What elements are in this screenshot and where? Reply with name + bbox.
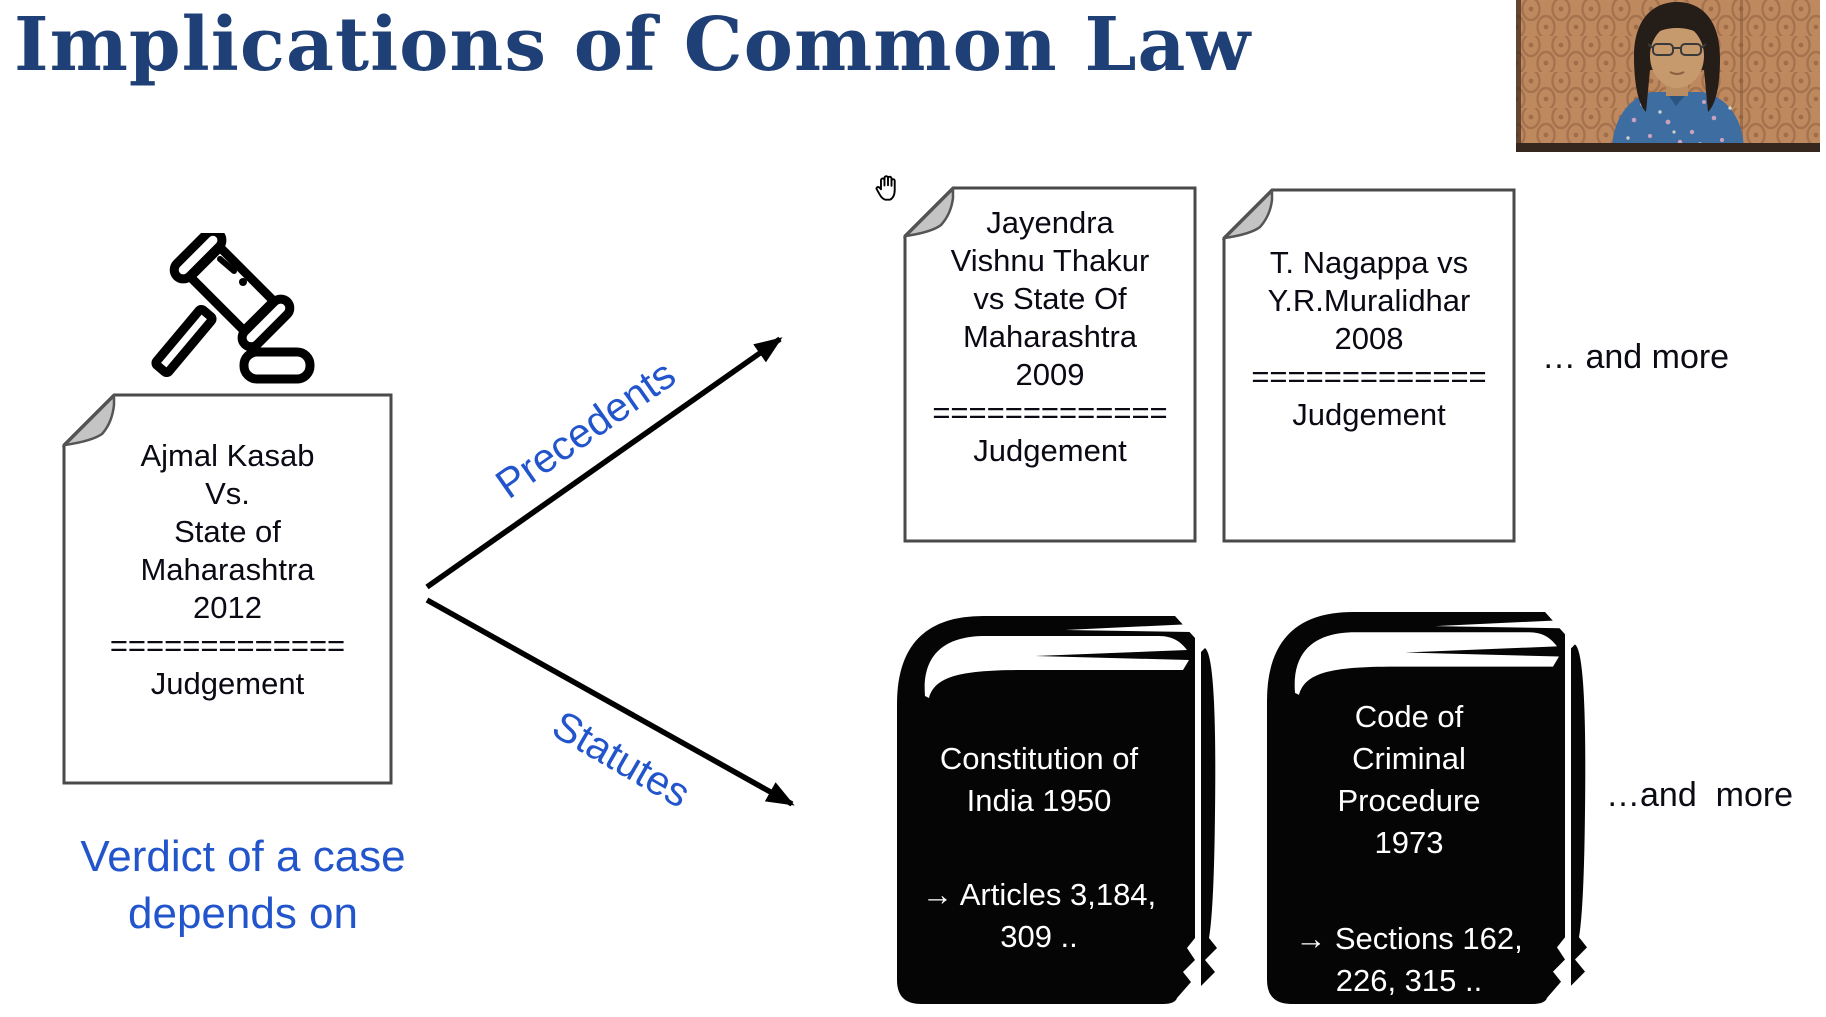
book-ref-line: 226, 315 ..: [1335, 963, 1483, 998]
doc-line: Maharashtra: [140, 552, 315, 587]
book-ref: → Sections 162, 226, 315 ..: [1251, 918, 1567, 1002]
doc-line: 2012: [193, 590, 262, 625]
doc-line: State of: [174, 514, 281, 549]
doc-line: Judgement: [150, 666, 305, 701]
book-title-line: 1973: [1374, 825, 1444, 860]
book-title-line: Criminal: [1352, 741, 1466, 776]
book-ref-line: → Articles 3,184,: [921, 877, 1157, 912]
document-page: [1222, 188, 1516, 543]
doc-line: Vishnu Thakur: [950, 243, 1150, 278]
glasses: [1647, 43, 1707, 56]
doc-line: vs State Of: [973, 281, 1127, 316]
more-statutes-text: …and more: [1606, 776, 1794, 814]
doc-line: Vs.: [205, 476, 250, 511]
doc-line: T. Nagappa vs: [1269, 245, 1469, 280]
hand-cursor-icon: [875, 175, 896, 201]
webcam-person: [1612, 2, 1744, 152]
precedent-document-1: Jayendra Vishnu Thakur vs State Of Mahar…: [903, 186, 1197, 543]
book-title-line: Procedure: [1337, 783, 1481, 818]
doc-line: Ajmal Kasab: [140, 438, 315, 473]
precedents-arrow: [425, 336, 783, 590]
source-judgement-document: Ajmal Kasab Vs. State of Maharashtra 201…: [62, 393, 393, 785]
document-text: Jayendra Vishnu Thakur vs State Of Mahar…: [903, 204, 1197, 470]
doc-line: Y.R.Muralidhar: [1267, 283, 1471, 318]
doc-line: Jayendra: [986, 205, 1114, 240]
book-ref-line: → Sections 162,: [1295, 921, 1523, 956]
verdict-caption: Verdict of a case depends on: [80, 832, 406, 938]
book-constitution: Constitution of India 1950 → Articles 3,…: [875, 612, 1221, 1010]
book-crpc: Code of Criminal Procedure 1973 → Sectio…: [1245, 608, 1591, 1010]
document-text: T. Nagappa vs Y.R.Muralidhar 2008 ======…: [1222, 244, 1516, 434]
precedents-label: Precedents: [487, 350, 684, 508]
book-title-line: Code of: [1354, 699, 1464, 734]
doc-line: Judgement: [973, 433, 1127, 468]
document-fold: [1222, 188, 1274, 240]
book-ref-line: 309 ..: [1000, 919, 1078, 954]
book-ref: → Articles 3,184, 309 ..: [881, 874, 1197, 958]
webcam-video: [1516, 0, 1820, 152]
doc-line: 2009: [1015, 357, 1085, 392]
precedent-document-2: T. Nagappa vs Y.R.Muralidhar 2008 ======…: [1222, 188, 1516, 543]
doc-line: 2008: [1334, 321, 1404, 356]
doc-line: =============: [1251, 359, 1487, 394]
more-precedents-text: … and more: [1542, 338, 1730, 376]
book-title-line: India 1950: [966, 783, 1112, 818]
document-page: [62, 393, 393, 785]
book-title: Constitution of India 1950: [881, 738, 1197, 822]
book-title-line: Constitution of: [939, 741, 1139, 776]
document-fold: [903, 186, 955, 238]
document-text: Ajmal Kasab Vs. State of Maharashtra 201…: [62, 437, 393, 703]
book-icon: [1267, 612, 1587, 1004]
document-page: [903, 186, 1197, 543]
statutes-label: Statutes: [544, 701, 699, 817]
doc-line: =============: [109, 628, 346, 663]
page-title: Implications of Common Law: [14, 2, 1252, 88]
gavel-icon: [151, 233, 315, 384]
book-icon: [897, 616, 1217, 1004]
doc-line: =============: [932, 395, 1168, 430]
doc-line: Judgement: [1292, 397, 1446, 432]
document-fold: [62, 393, 116, 447]
book-title: Code of Criminal Procedure 1973: [1251, 696, 1567, 864]
doc-line: Maharashtra: [962, 319, 1138, 354]
